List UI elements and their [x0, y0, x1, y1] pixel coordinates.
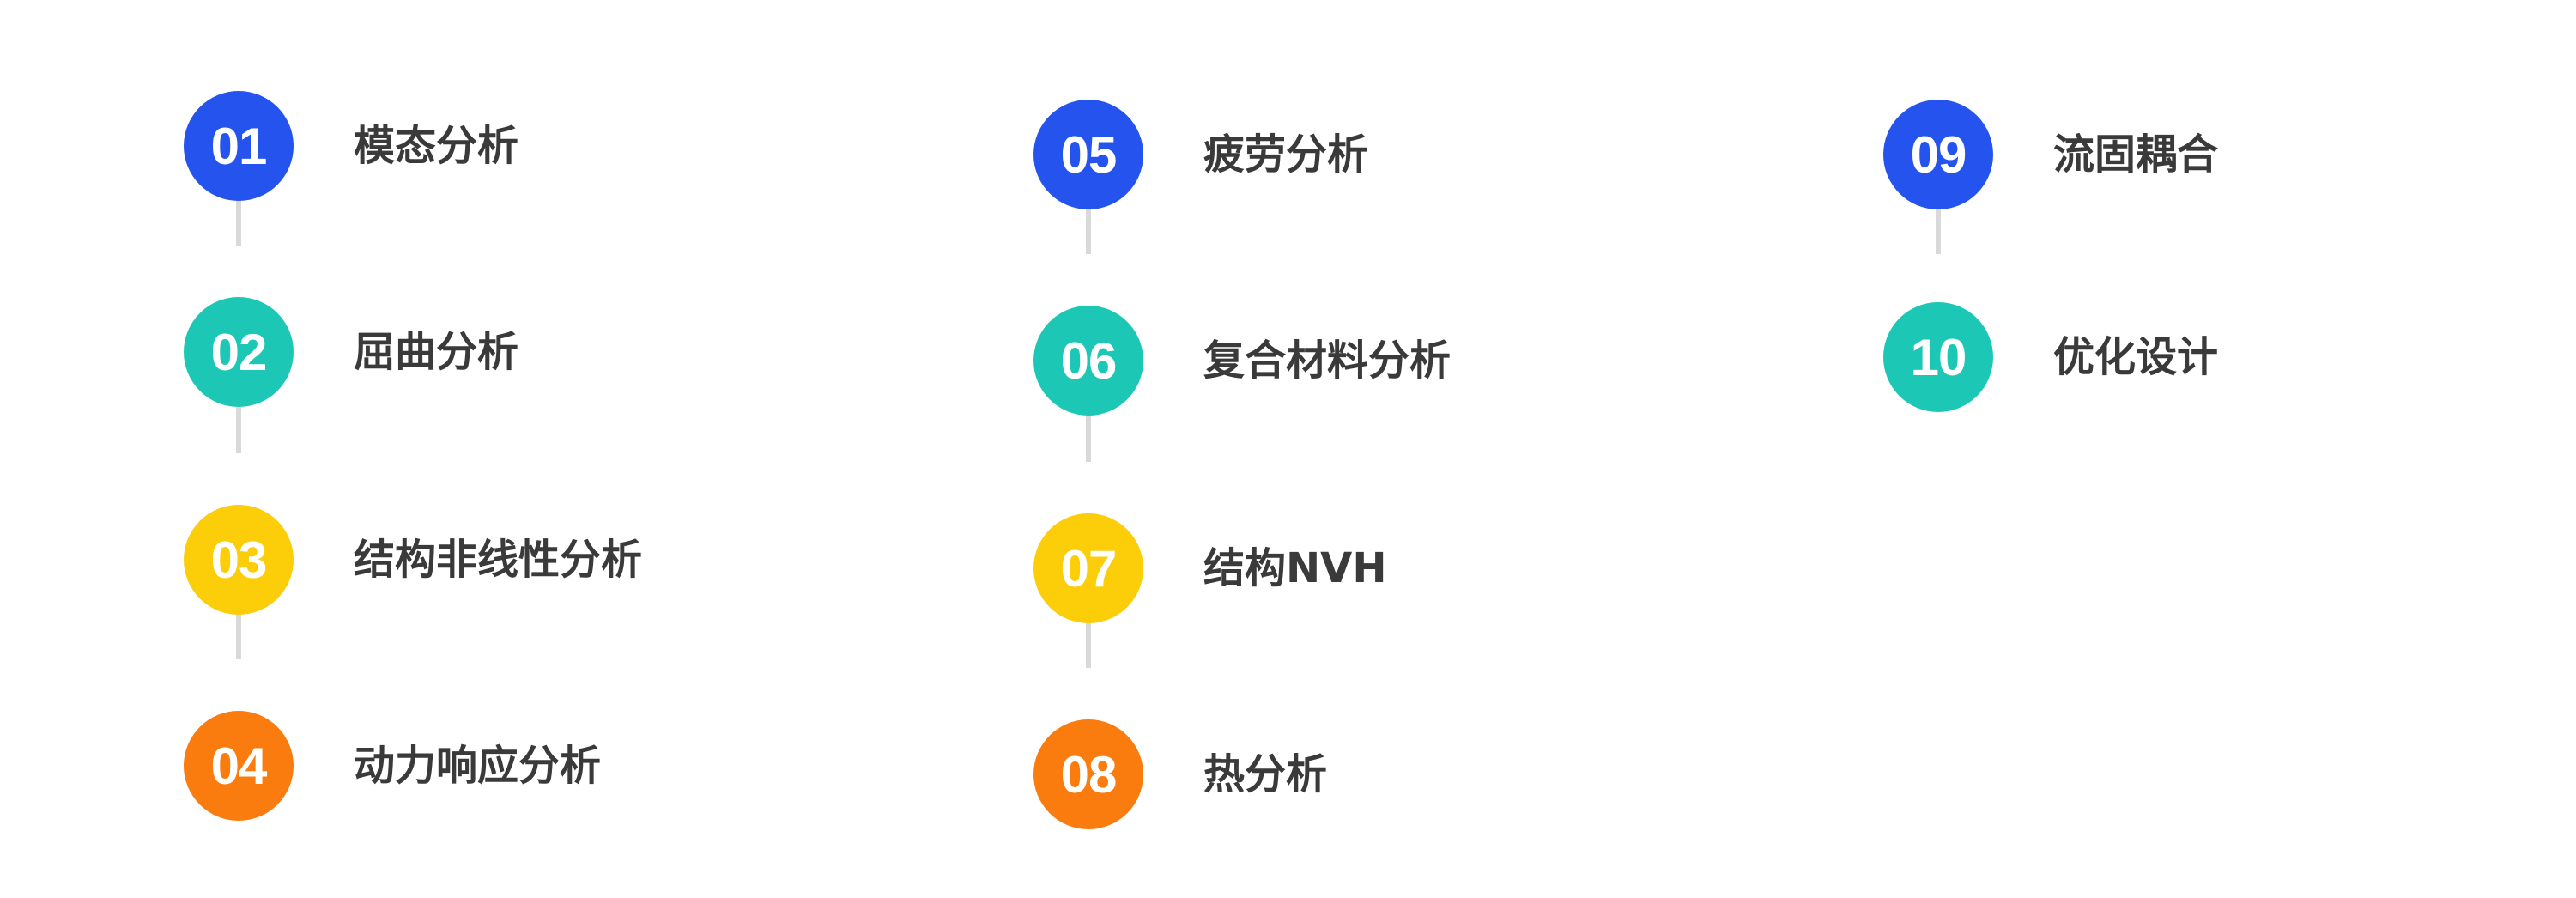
step-number-badge: 07 — [1033, 513, 1143, 623]
step-label: 动力响应分析 — [354, 742, 602, 790]
step-09: 09 流固耦合 — [1883, 100, 2484, 211]
step-label: 热分析 — [1203, 750, 1328, 798]
step-number-badge: 09 — [1883, 100, 1993, 209]
step-03: 03 结构非线性分析 — [184, 505, 785, 616]
step-04: 04 动力响应分析 — [184, 711, 785, 822]
step-number-badge: 01 — [184, 91, 294, 201]
step-number-badge: 10 — [1883, 302, 1993, 412]
step-label: 优化设计 — [2053, 333, 2219, 381]
step-number-badge: 02 — [184, 297, 294, 407]
step-label: 复合材料分析 — [1203, 337, 1452, 385]
step-label: 流固耦合 — [2053, 130, 2219, 179]
step-02: 02 屈曲分析 — [184, 297, 785, 409]
step-08: 08 热分析 — [1033, 719, 1634, 831]
step-10: 10 优化设计 — [1883, 302, 2484, 414]
step-label: 疲劳分析 — [1203, 130, 1369, 179]
step-label: 屈曲分析 — [354, 328, 519, 376]
step-number-badge: 03 — [184, 505, 294, 615]
step-label: 结构NVH — [1203, 544, 1387, 592]
step-05: 05 疲劳分析 — [1033, 100, 1634, 211]
step-number-badge: 04 — [184, 711, 294, 821]
step-number-badge: 08 — [1033, 719, 1143, 829]
step-label: 模态分析 — [354, 122, 519, 170]
step-number-badge: 06 — [1033, 306, 1143, 416]
step-07: 07 结构NVH — [1033, 513, 1634, 625]
step-01: 01 模态分析 — [184, 91, 785, 203]
step-number-badge: 05 — [1033, 100, 1143, 209]
step-06: 06 复合材料分析 — [1033, 306, 1634, 417]
step-label: 结构非线性分析 — [354, 536, 643, 584]
